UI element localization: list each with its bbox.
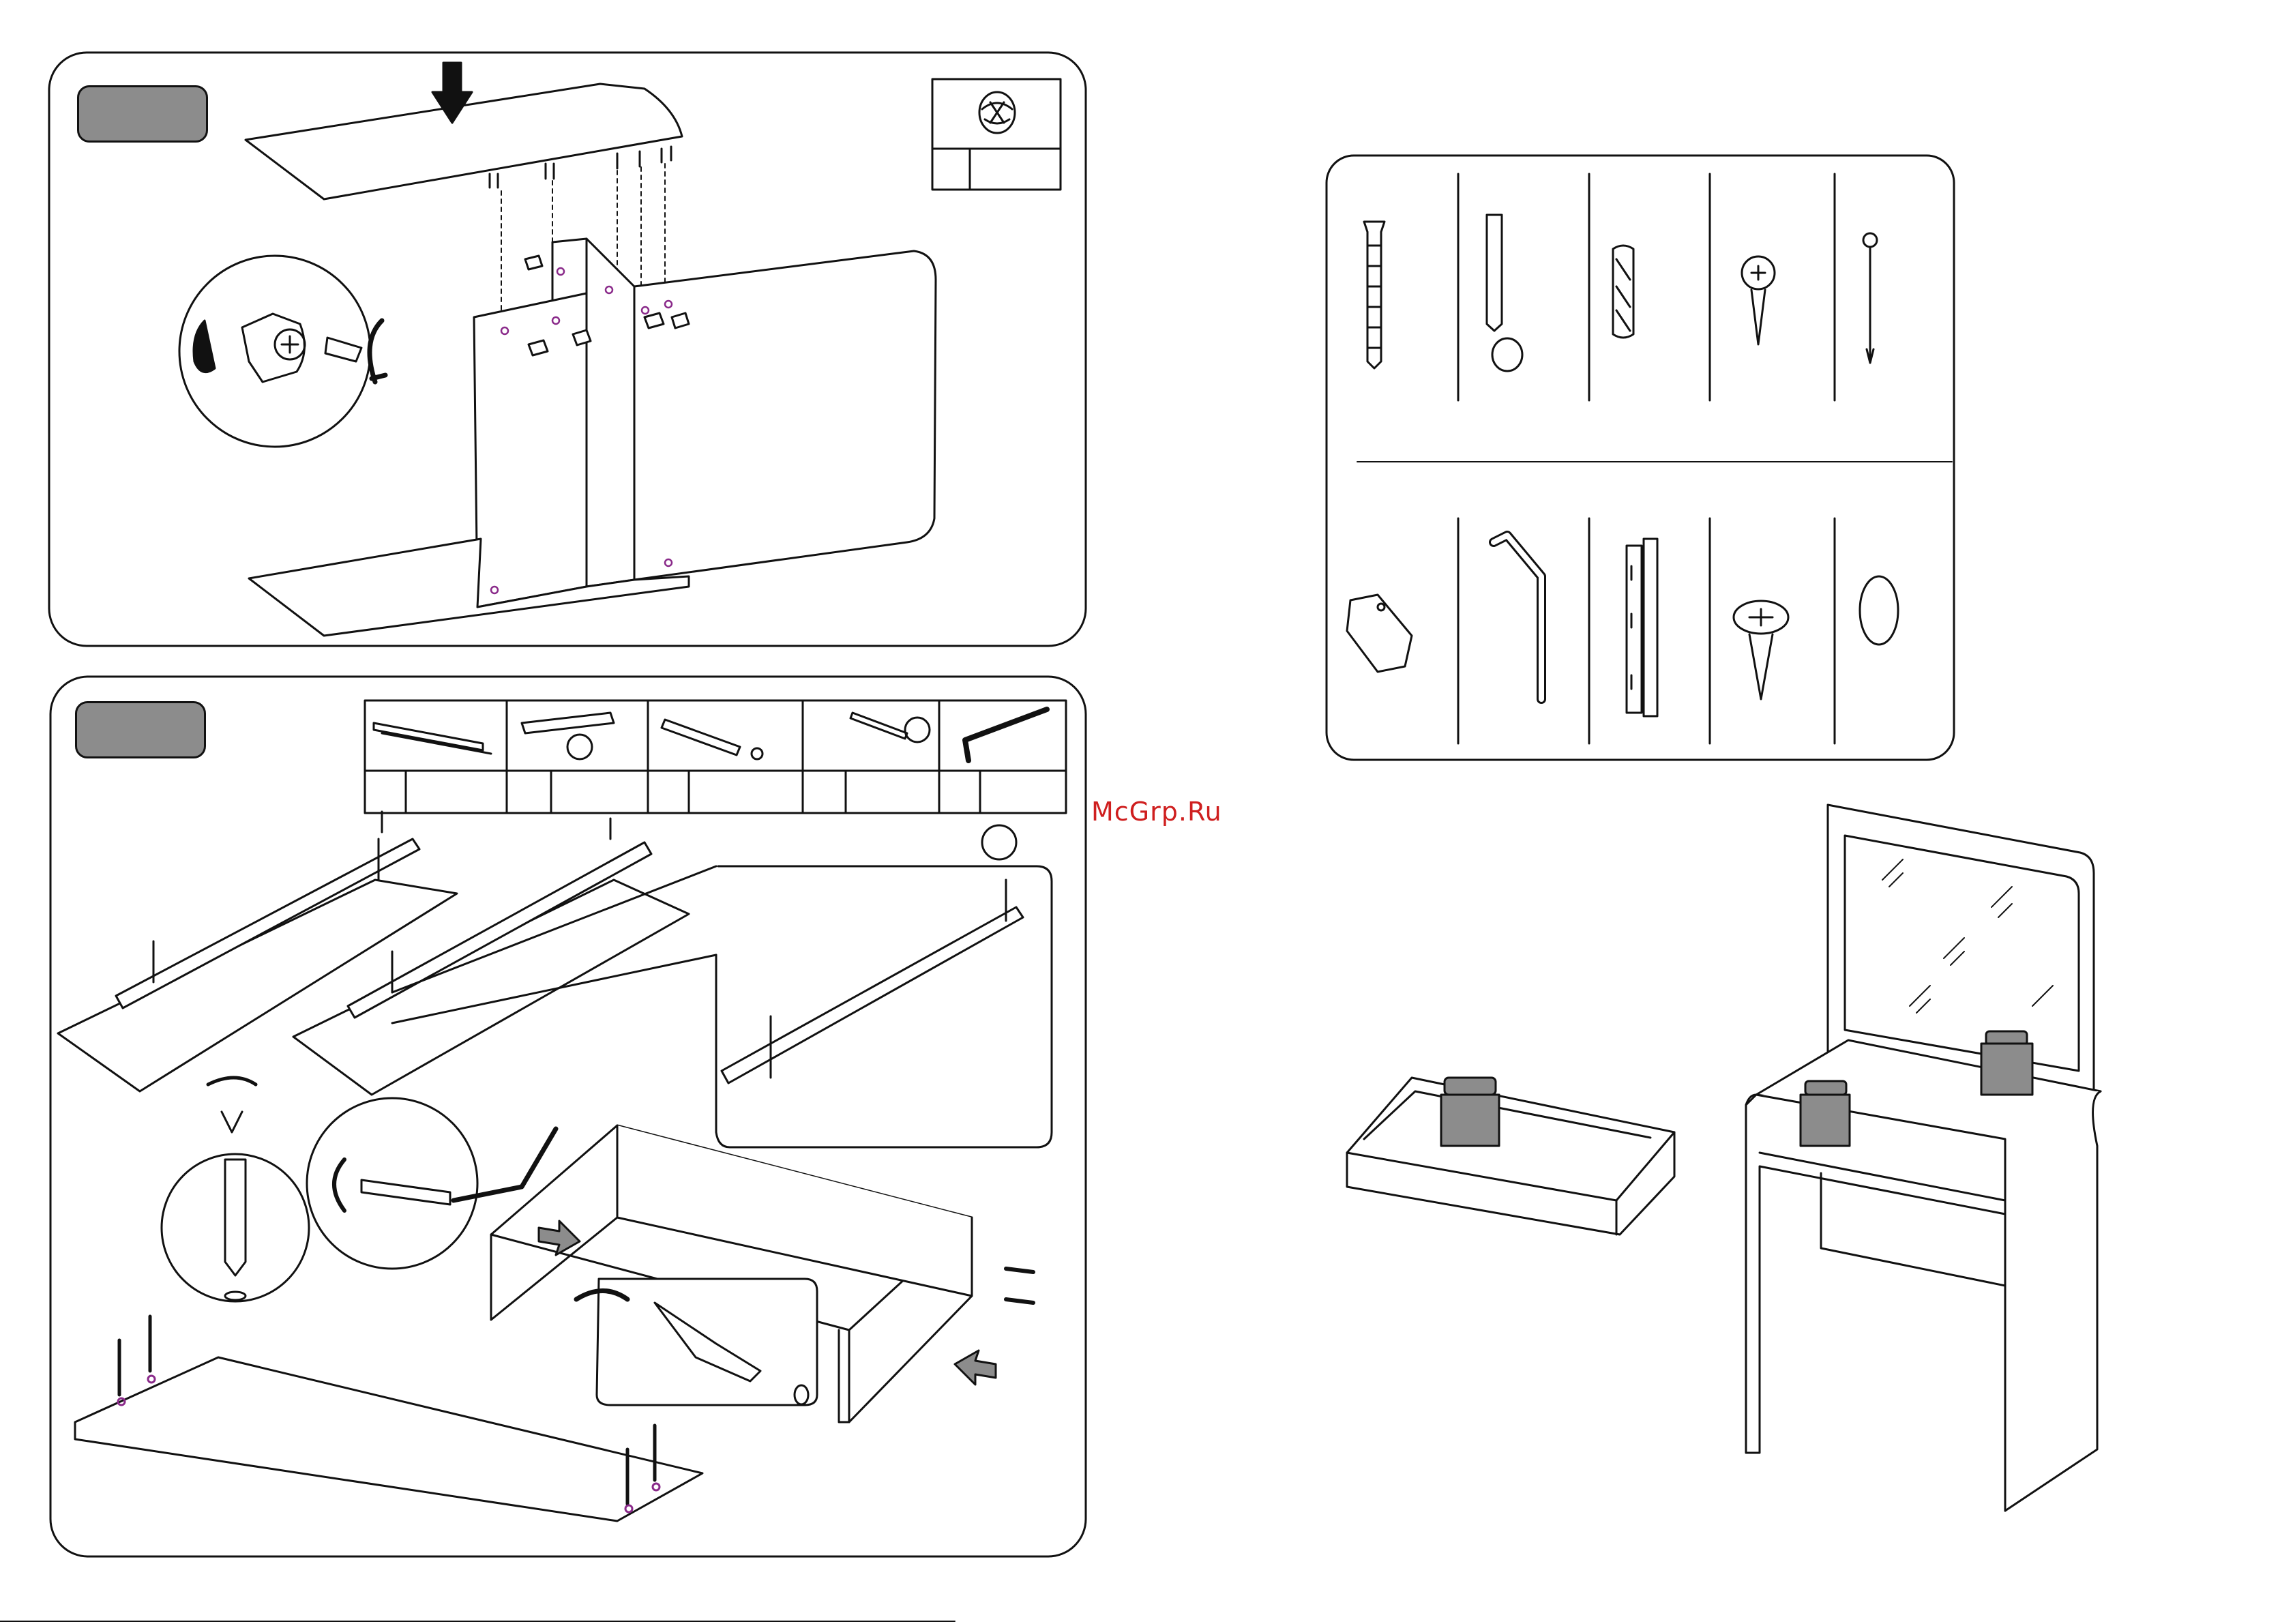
hex-key-icon — [1494, 535, 1541, 699]
push-arrow-icon-right — [955, 1350, 996, 1385]
hardware-sheet — [1327, 156, 1954, 760]
wood-screw-icon — [850, 713, 930, 742]
drawer-screw-detail — [576, 1279, 817, 1405]
weight-icon — [1801, 1081, 1850, 1146]
weight-icon — [1981, 1031, 2032, 1095]
mirror-pad-icon — [1860, 576, 1898, 645]
cam-bolt-icon — [522, 713, 614, 759]
right-side-panel — [634, 251, 936, 580]
drawer-runner-icon — [1627, 539, 1657, 716]
runner-icon — [374, 723, 491, 754]
wood-screw-icon — [1742, 256, 1775, 344]
wood-dowel-icon — [1613, 246, 1633, 338]
cam-bolt-icon — [1487, 215, 1522, 371]
plastic-support-icon — [1347, 595, 1412, 672]
left-panel — [474, 293, 587, 607]
cam-bolt-detail — [162, 1078, 309, 1301]
hex-key-icon — [965, 709, 1047, 761]
confirmat-detail — [307, 1098, 556, 1269]
loaded-drawer-illustration — [1347, 1078, 1674, 1235]
detail-cam-turn-circle — [179, 256, 385, 447]
confirmat-icon — [662, 720, 762, 759]
cam-lock-icon — [979, 92, 1015, 133]
step-1-panel — [49, 53, 1086, 646]
washer-screw-icon — [1734, 601, 1788, 699]
step-2-panel — [50, 677, 1086, 1556]
nail-icon — [1863, 233, 1877, 363]
part-reference-box — [932, 79, 1061, 190]
vanity-table-illustration — [1746, 805, 2101, 1511]
weight-icon — [1441, 1078, 1499, 1146]
step-2-parts-table — [365, 700, 1066, 813]
confirmat-screw-icon — [1364, 222, 1385, 368]
